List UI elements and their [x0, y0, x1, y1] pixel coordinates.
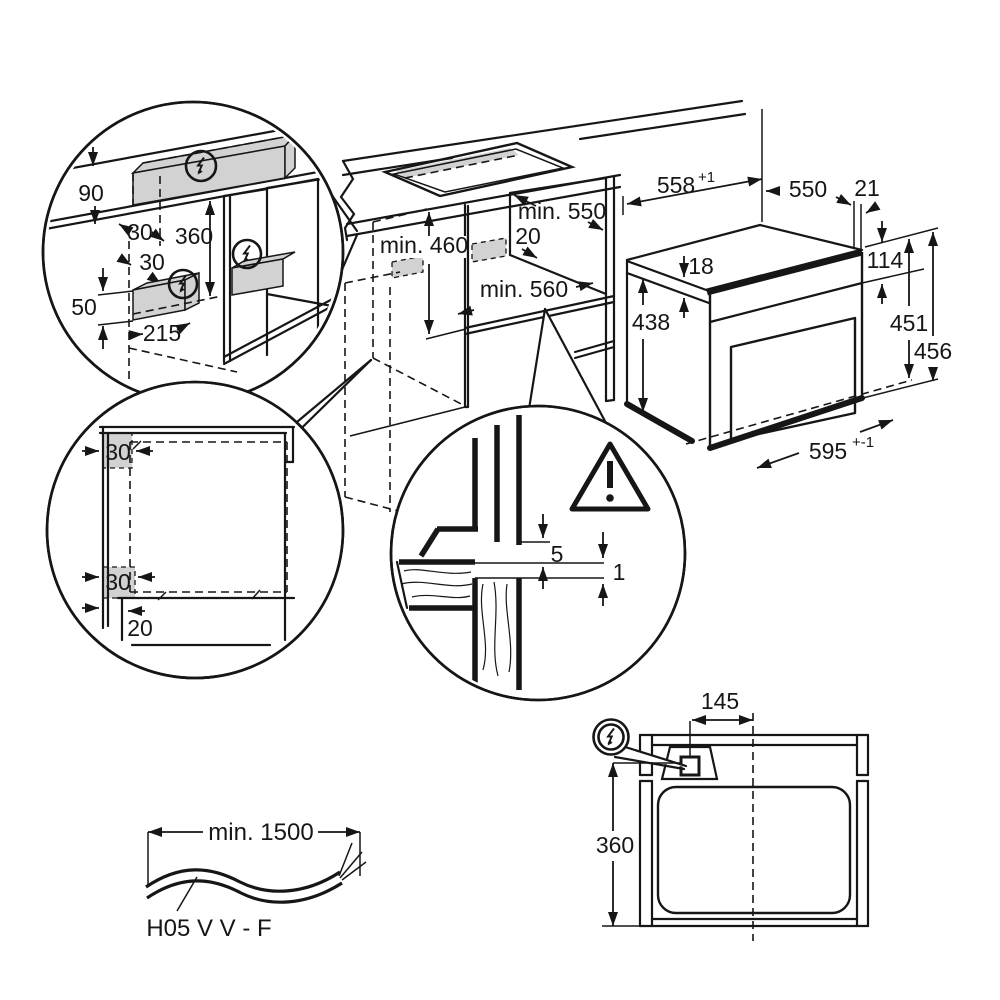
dim-oven-front-21: 21 [854, 175, 880, 201]
dim-spacer-30-bottom: 30 [105, 569, 131, 595]
oven-outline-dashed [129, 441, 288, 593]
connection-zone-niche [471, 237, 507, 263]
connection-zone-left [391, 255, 424, 279]
dim-cable-length: min. 1500 [208, 819, 313, 846]
dim-niche-offset-20: 20 [515, 223, 541, 249]
kitchen-counter-and-niche: min. 460 min. 550 20 min. 560 [339, 99, 747, 519]
lightning-bolt-icon [167, 268, 199, 300]
hob-cutout-outer [381, 141, 576, 198]
dim-gap-1: 1 [613, 559, 626, 585]
dim-oven-depth: 550 [789, 176, 827, 202]
oven-top-view: 145 360 [592, 688, 870, 941]
dim-niche-height: min. 460 [380, 232, 468, 258]
dim-zone-90: 90 [78, 180, 104, 206]
dim-zone-30-mid: 30 [139, 249, 165, 275]
dim-gap-5: 5 [551, 541, 564, 567]
hob-cutout-inner [391, 148, 566, 193]
warning-triangle-icon [569, 441, 651, 512]
dim-oven-height-451: 451 [890, 310, 928, 336]
dim-topview-145: 145 [701, 688, 739, 714]
detail-circle-c [389, 404, 687, 702]
dim-spacer-30-top: 30 [105, 439, 131, 465]
oven-3d-view: 558 +1 550 21 18 438 114 451 456 595 +-1 [622, 109, 952, 469]
dim-zone-30-top: 30 [127, 219, 153, 245]
dim-oven-body-438: 438 [632, 309, 670, 335]
dim-oven-panel-114: 114 [867, 247, 904, 273]
cable-curve [145, 868, 341, 893]
lightning-bolt-icon [231, 238, 263, 270]
lightning-bolt-icon [592, 718, 630, 756]
detail-circle-gaps: 5 1 [389, 404, 687, 702]
dim-oven-height-456: 456 [914, 338, 952, 364]
detail-circle-wall-zones: 90 30 360 30 50 215 [41, 100, 345, 404]
cable-type-label: H05 V V - F [146, 915, 271, 942]
dim-oven-top-18: 18 [688, 253, 714, 279]
dim-oven-niche-width-tol: +1 [698, 169, 715, 186]
power-cable-spec: min. 1500 H05 V V - F [145, 819, 367, 942]
dim-niche-width: min. 560 [480, 276, 568, 302]
dim-oven-width-595: 595 [809, 438, 847, 464]
lightning-bolt-icon [184, 149, 218, 183]
dim-plinth-20: 20 [127, 615, 153, 641]
terminal-housing [660, 745, 719, 781]
dim-oven-width-tol: +-1 [852, 434, 874, 451]
detail-callout-wedges [265, 192, 608, 464]
dim-zone-215: 215 [143, 320, 181, 346]
dim-zone-50: 50 [71, 294, 97, 320]
dim-oven-niche-width: 558 [657, 172, 695, 198]
dim-topview-360: 360 [596, 832, 634, 858]
detail-circle-spacers: 30 30 20 [45, 380, 345, 680]
dim-niche-depth: min. 550 [518, 198, 606, 224]
dim-zone-360: 360 [175, 223, 213, 249]
hob-zone-shading [396, 148, 519, 178]
oven-door-window [729, 316, 857, 442]
counter-torn-edge [339, 159, 356, 242]
oven-cavity-outline [656, 785, 852, 915]
